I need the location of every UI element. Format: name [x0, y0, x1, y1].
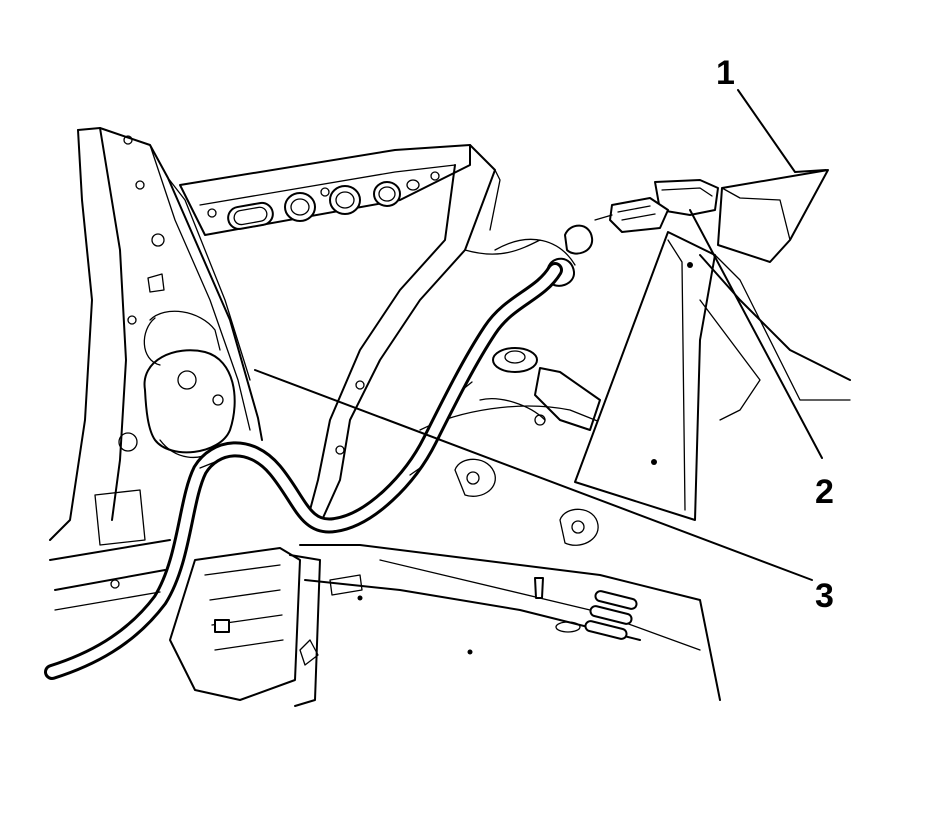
leader-3: [254, 369, 813, 581]
trunk-floor: [299, 544, 721, 701]
trim-panel: [574, 231, 716, 521]
leader-2: [689, 209, 823, 459]
lower-sill: [49, 489, 171, 611]
body-side-pillar: [49, 127, 263, 541]
rear-structure-item-1: [699, 169, 851, 421]
callout-1: 1: [716, 54, 735, 92]
wheelhouse: [419, 238, 621, 431]
callout-2: 2: [815, 473, 834, 511]
lower-module: [169, 547, 363, 707]
pillar-speaker: [118, 349, 236, 459]
wiring-harness-item-3: [44, 262, 563, 680]
leader-1: [737, 89, 827, 173]
floor-bumps: [454, 458, 599, 546]
callout-3: 3: [815, 577, 834, 615]
upper-cross-member: [179, 144, 471, 236]
rear-pillar: [309, 144, 541, 521]
connector-module-item-2: [547, 179, 719, 287]
leader-lines: [254, 89, 827, 581]
